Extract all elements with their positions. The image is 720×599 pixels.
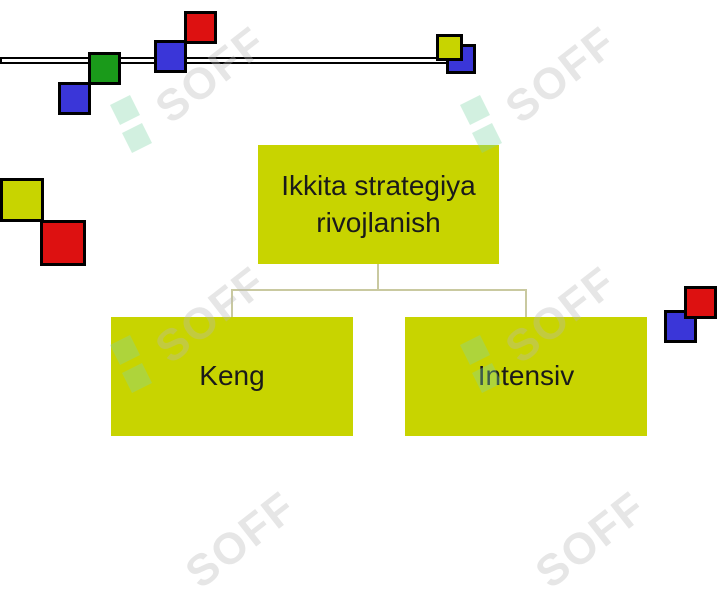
decor-square-yellow-right-line	[436, 34, 463, 61]
connector-root-down	[377, 264, 379, 290]
connector-left-down	[231, 289, 233, 317]
watermark-text: SOFF	[176, 482, 306, 598]
connector-horizontal	[231, 289, 527, 291]
child-node-intensiv-label: Intensiv	[477, 360, 575, 392]
decor-square-red-right	[684, 286, 717, 319]
connector-right-down	[525, 289, 527, 317]
decor-square-green	[88, 52, 121, 85]
child-node-intensiv: Intensiv	[405, 317, 647, 436]
root-node-label: Ikkita strategiya rivojlanish	[281, 170, 476, 238]
decor-square-blue-left	[58, 82, 91, 115]
decor-square-blue-top	[154, 40, 187, 73]
decor-square-red-top	[184, 11, 217, 44]
decor-square-red-left	[40, 220, 86, 266]
watermark-logo-icon	[110, 95, 152, 153]
watermark-text: SOFF	[496, 17, 626, 133]
child-node-keng-label: Keng	[199, 360, 265, 392]
decor-square-yellow-left	[0, 178, 44, 222]
watermark-text: SOFF	[526, 482, 656, 598]
root-node: Ikkita strategiya rivojlanish	[258, 145, 499, 264]
child-node-keng: Keng	[111, 317, 353, 436]
decorative-line	[0, 57, 458, 64]
